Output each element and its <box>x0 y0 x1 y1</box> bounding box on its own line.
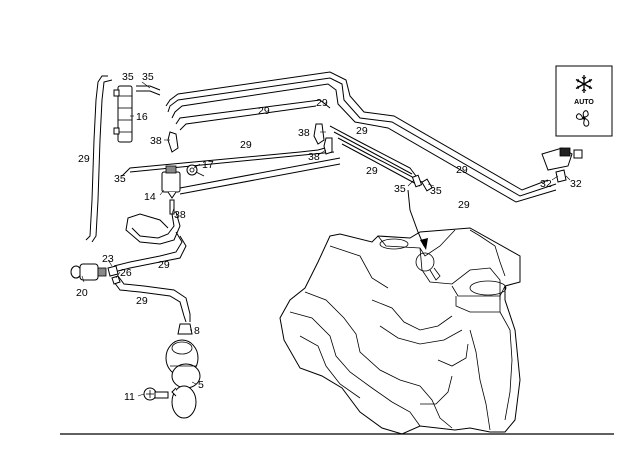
engine-block <box>279 227 521 435</box>
callout-29-right-upper: 29 <box>356 125 368 137</box>
callout-35-center: 35 <box>394 183 406 195</box>
connector-32 <box>541 147 583 183</box>
callout-17: 17 <box>202 159 214 171</box>
bolt-11 <box>143 387 169 401</box>
connector-26 <box>111 275 121 285</box>
callout-5: 5 <box>198 379 204 391</box>
callout-29-center-top: 29 <box>316 97 328 109</box>
filter-cap-8 <box>177 323 193 335</box>
callout-8: 8 <box>194 325 200 337</box>
callout-29-top: 29 <box>258 105 270 117</box>
connector-23 <box>107 265 119 277</box>
solenoid-14 <box>161 165 181 215</box>
callout-29-right-mid: 29 <box>366 165 378 177</box>
hose-to-filter <box>113 275 191 323</box>
callout-35-top: 35 <box>142 71 154 83</box>
callouts: 35 35 16 29 29 29 29 29 29 29 29 29 29 3… <box>76 71 582 403</box>
callout-35-center-right: 35 <box>430 185 442 197</box>
auto-label: AUTO <box>574 99 594 106</box>
callout-20: 20 <box>76 287 88 299</box>
callout-29-lower: 29 <box>158 259 170 271</box>
callout-35-top-left: 35 <box>122 71 134 83</box>
callout-29-left: 29 <box>78 153 90 165</box>
vacuum-reservoir-5 <box>165 339 201 419</box>
fitting-38-left <box>167 131 179 153</box>
callout-38-left: 38 <box>150 135 162 147</box>
snowflake-icon <box>575 75 593 93</box>
connector-35-center <box>411 174 433 192</box>
callout-35-left: 35 <box>114 173 126 185</box>
hose-left-vertical <box>85 75 113 243</box>
callout-14: 14 <box>144 191 156 203</box>
callout-32-right: 32 <box>570 178 582 190</box>
callout-38-right-bottom: 38 <box>308 151 320 163</box>
callout-38-right-top: 38 <box>298 127 310 139</box>
callout-29-bottom: 29 <box>136 295 148 307</box>
callout-23: 23 <box>102 253 114 265</box>
callout-11: 11 <box>124 391 135 403</box>
callout-29-far-right: 29 <box>456 164 468 176</box>
leader-lines <box>81 81 571 397</box>
pointer-arrow <box>407 189 428 250</box>
callout-38-lower: 38 <box>174 209 186 221</box>
callout-29-mid: 29 <box>240 139 252 151</box>
callout-32-left: 32 <box>540 178 552 190</box>
check-valve-20 <box>70 263 107 281</box>
fan-icon <box>575 110 590 127</box>
fitting-38-right <box>313 123 333 155</box>
callout-16: 16 <box>136 111 148 123</box>
hose-bundle-main <box>165 71 557 203</box>
valve-block-16 <box>113 85 133 143</box>
climate-control-box: AUTO <box>555 65 613 137</box>
hose-piece-35 <box>136 85 161 96</box>
callout-26: 26 <box>120 267 132 279</box>
callout-29-far-right-low: 29 <box>458 199 470 211</box>
hose-lower-left <box>113 157 341 273</box>
